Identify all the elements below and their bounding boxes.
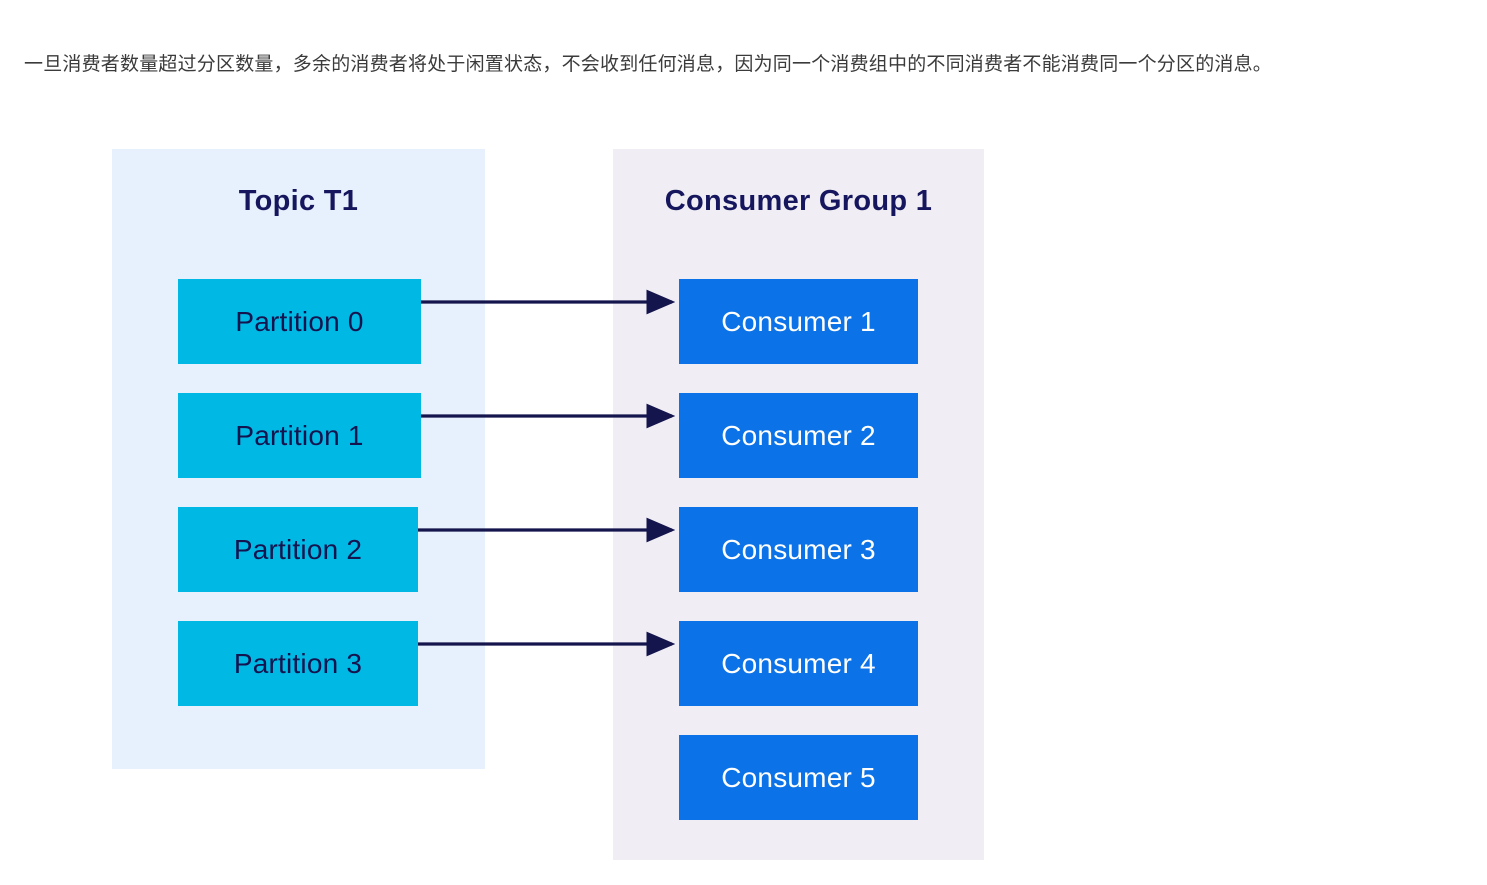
consumer-group-panel: Consumer Group 1 Consumer 1 Consumer 2 C…	[613, 149, 984, 860]
consumer-box[interactable]: Consumer 3	[679, 507, 918, 592]
consumer-label: Consumer 3	[721, 533, 876, 565]
partition-label: Partition 3	[233, 647, 363, 679]
partition-box[interactable]: Partition 2	[178, 507, 418, 592]
consumer-label: Consumer 1	[721, 305, 876, 337]
intro-paragraph: 一旦消费者数量超过分区数量，多余的消费者将处于闲置状态，不会收到任何消息，因为同…	[24, 54, 1273, 75]
partition-box[interactable]: Partition 3	[178, 621, 418, 706]
partition-box[interactable]: Partition 0	[178, 279, 421, 364]
topic-panel: Topic T1 Partition 0 Partition 1 Partiti…	[112, 149, 485, 769]
consumer-label: Consumer 4	[721, 647, 876, 679]
partition-box[interactable]: Partition 1	[178, 393, 421, 478]
consumer-box[interactable]: Consumer 4	[679, 621, 918, 706]
topic-panel-title: Topic T1	[238, 185, 359, 217]
consumer-label: Consumer 2	[721, 419, 876, 451]
consumer-box[interactable]: Consumer 2	[679, 393, 918, 478]
partition-label: Partition 0	[235, 305, 364, 337]
partition-label: Partition 1	[235, 419, 364, 451]
consumer-box-idle[interactable]: Consumer 5	[679, 735, 918, 820]
partition-label: Partition 2	[233, 533, 363, 565]
consumer-box[interactable]: Consumer 1	[679, 279, 918, 364]
kafka-consumer-group-diagram: Topic T1 Partition 0 Partition 1 Partiti…	[0, 130, 1487, 870]
consumer-group-panel-title: Consumer Group 1	[664, 185, 933, 217]
consumer-label: Consumer 5	[721, 761, 876, 793]
